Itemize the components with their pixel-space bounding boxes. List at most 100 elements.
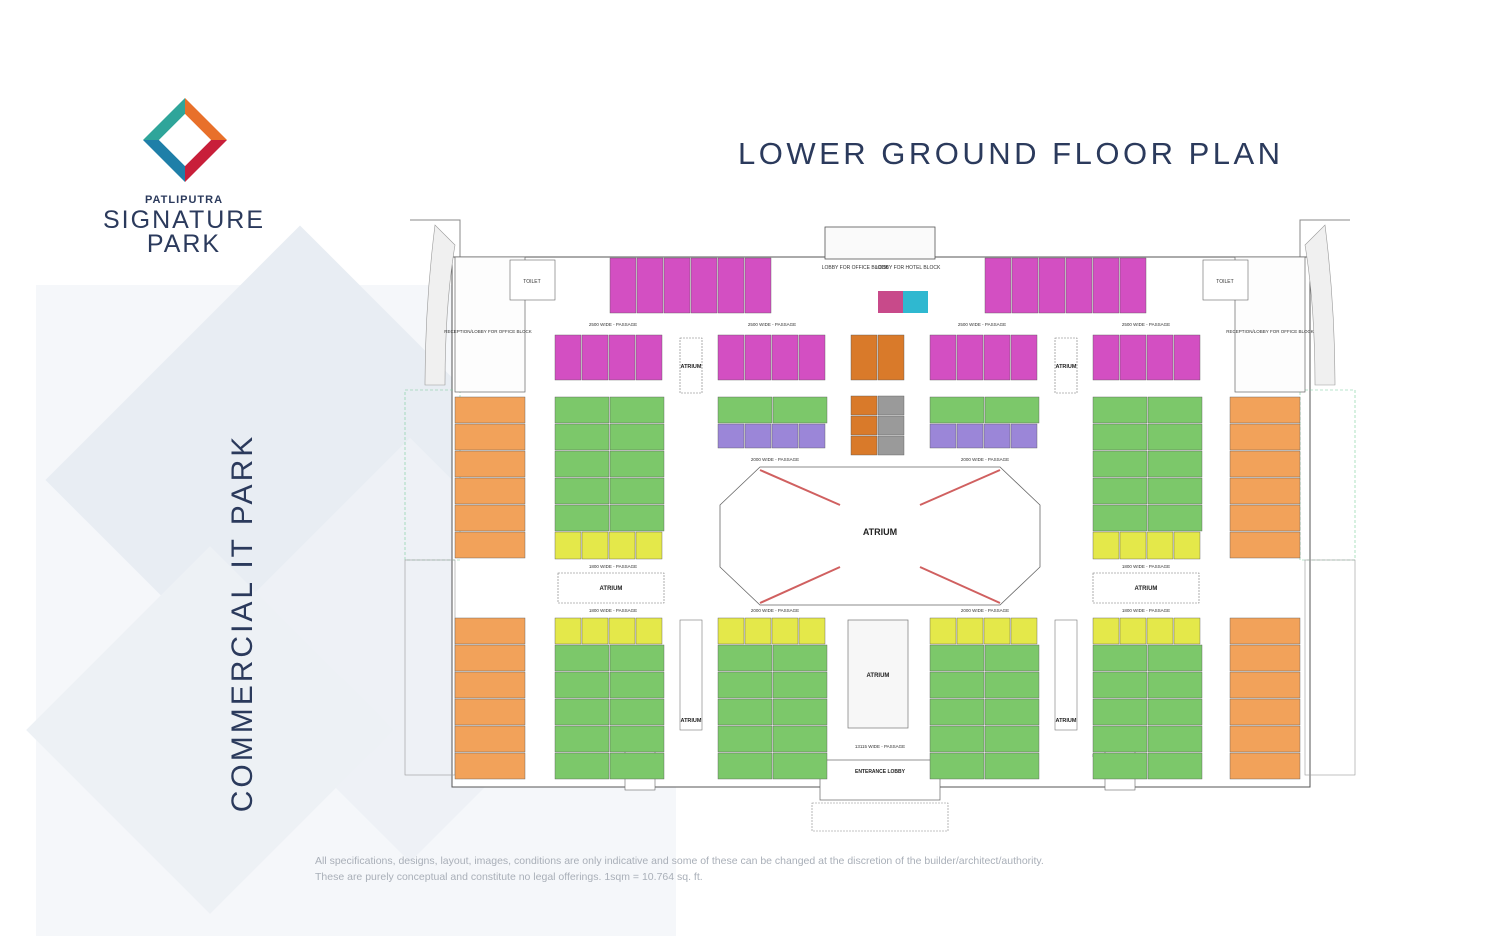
shop-unit [1147, 752, 1203, 780]
shop-unit [690, 257, 718, 314]
shop-unit [1173, 531, 1201, 560]
escalator-left [679, 619, 703, 731]
shop-unit [1147, 644, 1203, 672]
atrium-lower-label: ATRIUM [867, 673, 890, 679]
floor-plan: LOBBY FOR OFFICE BLOCK LOBBY FOR HOTEL B… [404, 219, 1356, 832]
shop-unit [771, 423, 799, 449]
shop-unit [454, 644, 526, 672]
escalator-ramp [759, 566, 841, 604]
shop-unit [1092, 531, 1120, 560]
shop-unit [929, 671, 985, 699]
shop-unit [717, 423, 745, 449]
shop-unit [1229, 396, 1301, 424]
brand-name-line2: PARK [146, 230, 222, 258]
entrance-porch [811, 802, 949, 832]
shop-unit [717, 617, 745, 645]
shop-unit [1092, 504, 1148, 532]
shop-unit [454, 450, 526, 478]
shop-unit [609, 725, 665, 753]
shop-unit [1038, 257, 1066, 314]
shop-unit [772, 752, 828, 780]
shop-unit [663, 257, 691, 314]
shop-unit [554, 450, 610, 478]
shop-unit [929, 423, 957, 449]
shop-unit [609, 257, 637, 314]
ramp-right [1304, 224, 1336, 386]
passage-label: 1800 WIDE - PASSAGE [1122, 608, 1170, 613]
shop-unit [609, 477, 665, 505]
escalator-ramp [919, 566, 1001, 604]
shop-unit [956, 617, 984, 645]
atrium-right-label: ATRIUM [1135, 586, 1158, 592]
shop-unit [877, 334, 905, 381]
shop-unit [717, 396, 773, 424]
atrium-escalator-right-label: ATRIUM [1056, 718, 1077, 724]
lobby-colored-unit [903, 291, 928, 313]
shop-unit [1092, 725, 1148, 753]
shop-unit [554, 752, 610, 780]
shop-unit [772, 396, 828, 424]
shop-unit [1229, 725, 1301, 753]
shop-unit [454, 504, 526, 532]
reception-label-left: RECEPTION/LOBBY FOR OFFICE BLOCK [444, 329, 531, 334]
shop-unit [608, 334, 636, 381]
passage-label: 2000 WIDE - PASSAGE [751, 457, 799, 462]
passage-label: 2500 WIDE - PASSAGE [589, 322, 637, 327]
shop-unit [1146, 531, 1174, 560]
shop-unit [1173, 334, 1201, 381]
shop-unit [929, 752, 985, 780]
shop-unit [1147, 504, 1203, 532]
shop-unit [635, 617, 663, 645]
shop-unit [1010, 423, 1038, 449]
lobby-office-label: LOBBY FOR OFFICE BLOCK [822, 265, 889, 271]
shop-unit [929, 644, 985, 672]
shop-unit [609, 450, 665, 478]
toilet-label-left: TOILET [523, 279, 540, 285]
shop-unit [554, 477, 610, 505]
shop-unit [554, 334, 582, 381]
shop-unit [717, 725, 773, 753]
shop-unit [554, 531, 582, 560]
shop-unit [1146, 334, 1174, 381]
shop-unit [1119, 617, 1147, 645]
shop-unit [608, 617, 636, 645]
shop-unit [1092, 698, 1148, 726]
shop-unit [956, 334, 984, 381]
shop-unit [1229, 450, 1301, 478]
shop-unit [1147, 725, 1203, 753]
shop-unit [454, 477, 526, 505]
shop-unit [1229, 423, 1301, 451]
shop-unit [581, 531, 609, 560]
shop-unit [554, 423, 610, 451]
atrium-small [679, 337, 703, 394]
shop-unit [1092, 644, 1148, 672]
outline-right-lower [1304, 559, 1356, 776]
brand-logo [143, 98, 227, 182]
shop-unit [608, 531, 636, 560]
shop-unit [717, 644, 773, 672]
atrium-escalator-left-label: ATRIUM [681, 718, 702, 724]
shop-unit [609, 423, 665, 451]
shop-unit [454, 531, 526, 559]
shop-unit [771, 334, 799, 381]
passage-label: 2500 WIDE - PASSAGE [958, 322, 1006, 327]
shop-unit [717, 752, 773, 780]
shop-unit [983, 334, 1011, 381]
main-atrium-label: ATRIUM [863, 527, 897, 537]
shop-unit [983, 617, 1011, 645]
atrium-left-label: ATRIUM [600, 586, 623, 592]
shop-unit [635, 334, 663, 381]
brand-name-line1: SIGNATURE [103, 206, 265, 234]
shop-unit [798, 617, 826, 645]
toilet-room-left [509, 259, 556, 301]
shop-unit [929, 617, 957, 645]
atrium-left [557, 572, 665, 604]
shop-unit [772, 725, 828, 753]
shop-unit [877, 395, 905, 416]
escalator-ramp [759, 469, 841, 506]
shop-unit [1119, 531, 1147, 560]
passage-label: 1800 WIDE - PASSAGE [589, 564, 637, 569]
shop-unit [1229, 477, 1301, 505]
shop-unit [635, 531, 663, 560]
shop-unit [1010, 334, 1038, 381]
